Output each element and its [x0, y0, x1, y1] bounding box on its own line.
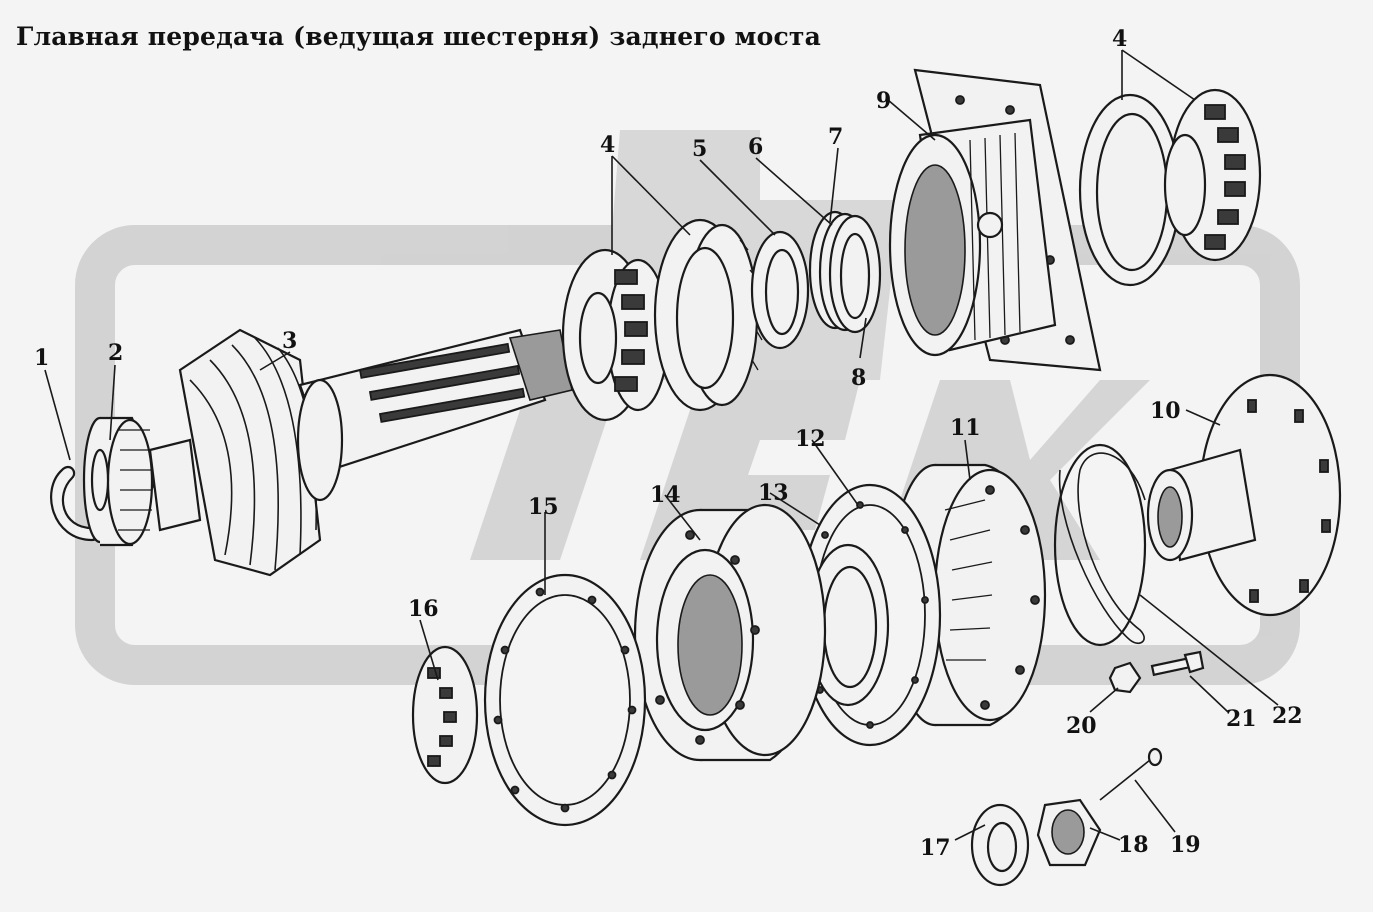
part-16-lock-plate [411, 645, 479, 785]
callout-11: 11 [950, 415, 981, 441]
callout-20: 20 [1066, 713, 1097, 739]
part-13-oil-seal [806, 543, 890, 707]
callout-7: 7 [828, 124, 843, 150]
part-21-bolt [1150, 650, 1205, 677]
callout-9: 9 [876, 88, 891, 114]
callout-14: 14 [650, 482, 681, 508]
callout-8: 8 [851, 365, 866, 391]
part-2-bearing [82, 416, 157, 547]
callout-21: 21 [1226, 706, 1257, 732]
part-14-cover [633, 503, 827, 762]
part-18-castle-nut [1036, 798, 1102, 867]
part-19-cotter-pin [1099, 747, 1163, 801]
callout-12: 12 [795, 426, 826, 452]
leader-lines [44, 49, 1279, 841]
part-3-drive-pinion [148, 328, 573, 577]
diagram-title: Главная передача (ведущая шестерня) задн… [16, 22, 821, 51]
callout-5: 5 [692, 136, 707, 162]
callout-16: 16 [408, 596, 439, 622]
part-10-drive-flange [1146, 373, 1342, 617]
callout-2: 2 [108, 340, 123, 366]
callout-6: 6 [748, 134, 763, 160]
callout-22: 22 [1272, 703, 1303, 729]
part-22-retaining-ring [1053, 443, 1147, 647]
callout-15: 15 [528, 494, 559, 520]
callout-3: 3 [282, 328, 297, 354]
part-20-nut [1108, 661, 1142, 694]
callout-10: 10 [1150, 398, 1181, 424]
part-5-spacer-ring [750, 230, 810, 350]
part-17-washer [970, 803, 1030, 887]
callout-1: 1 [34, 345, 49, 371]
part-4-tapered-bearing-center [561, 218, 763, 422]
callout-19: 19 [1170, 832, 1201, 858]
callout-17: 17 [920, 835, 951, 861]
part-6-7-8-shims [808, 210, 882, 334]
part-4-tapered-bearing-right [1078, 88, 1262, 287]
part-15-gasket-ring [483, 573, 647, 827]
callout-4: 4 [600, 132, 615, 158]
callout-18: 18 [1118, 832, 1149, 858]
part-9-bearing-housing [888, 68, 1102, 372]
callout-4: 4 [1112, 26, 1127, 52]
callout-13: 13 [758, 480, 789, 506]
